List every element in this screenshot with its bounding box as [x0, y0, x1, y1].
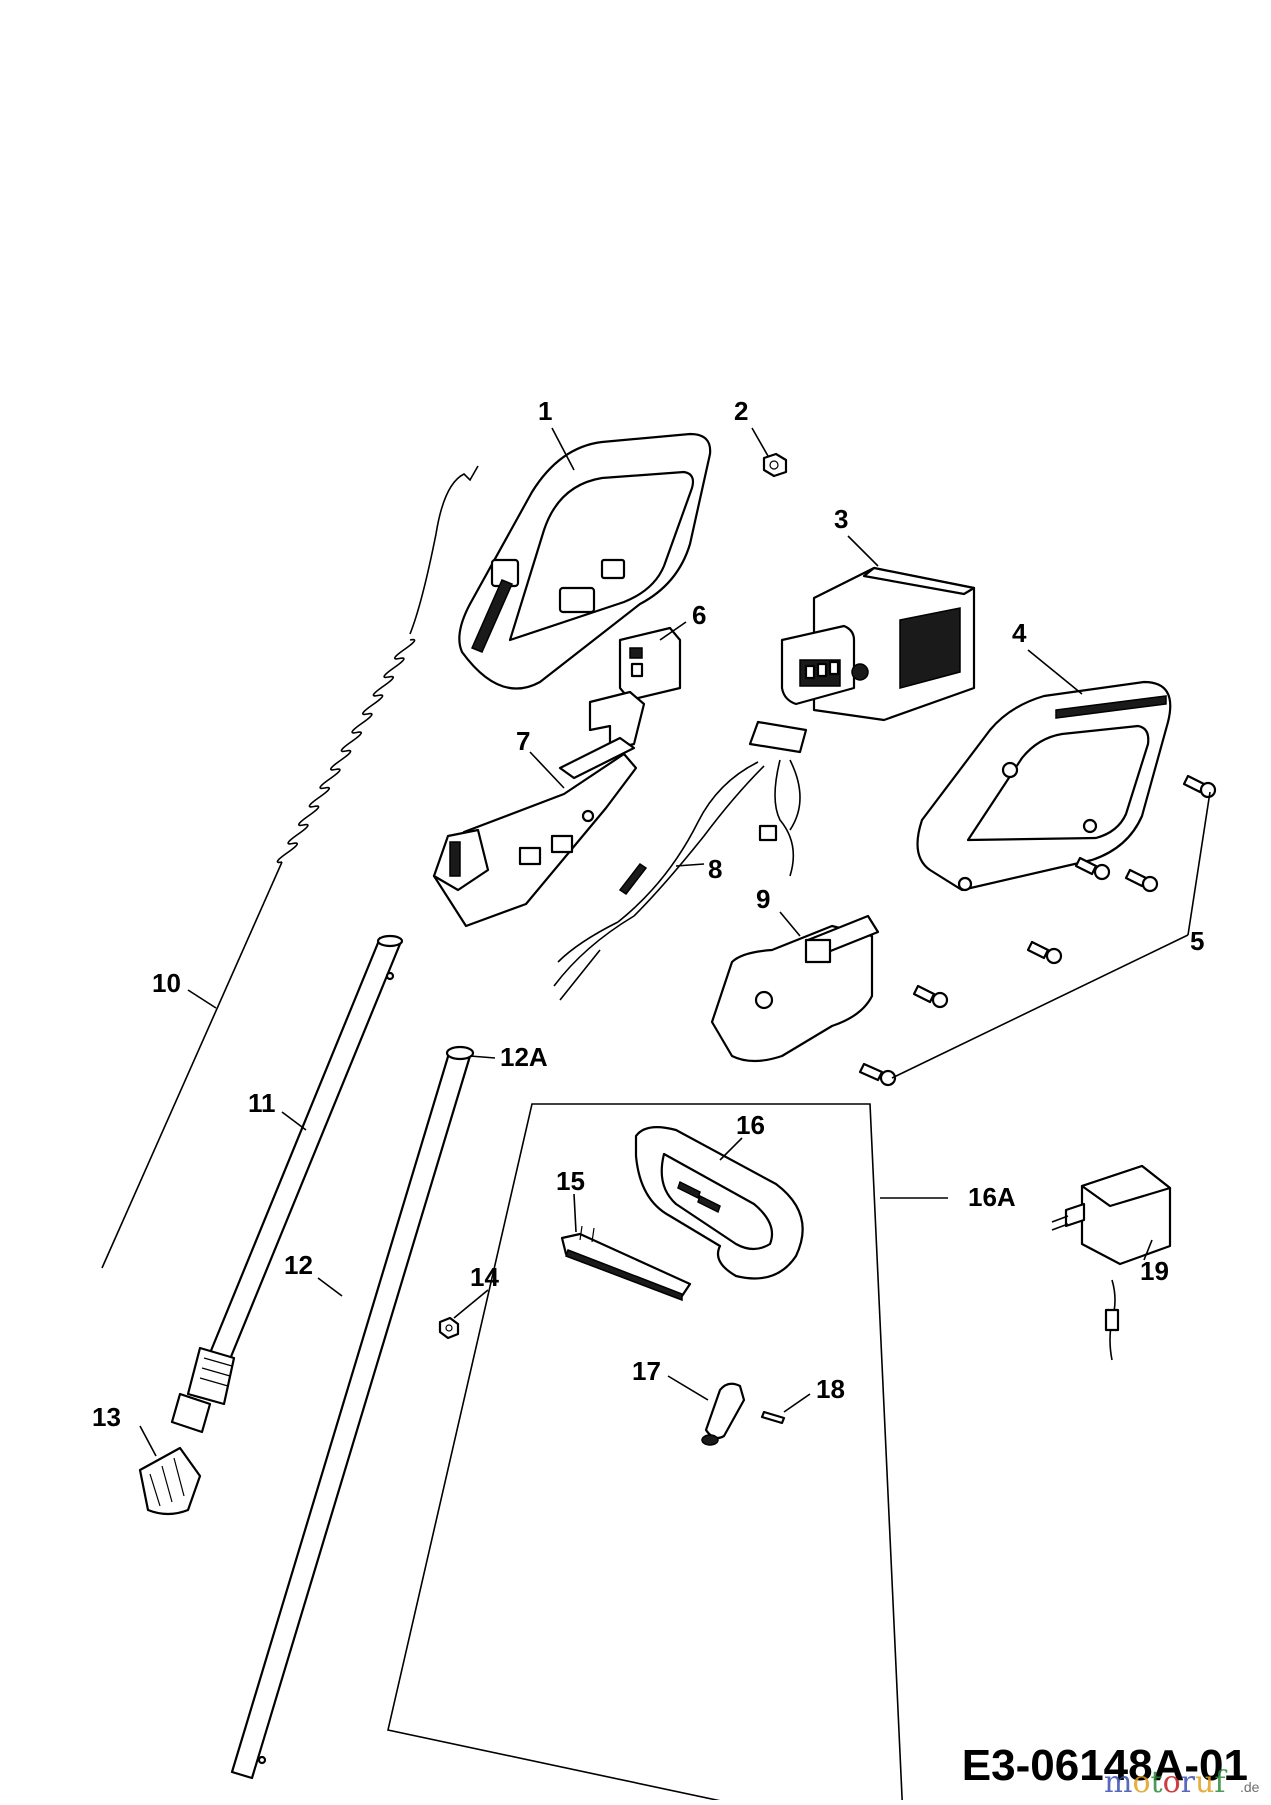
part-18-pin[interactable] — [760, 1410, 786, 1425]
callout-16: 16 — [736, 1110, 765, 1140]
watermark-suffix: .de — [1240, 1779, 1260, 1795]
callout-17: 17 — [632, 1356, 661, 1386]
part-1-handle-half[interactable] — [458, 432, 712, 690]
part-4-handle-cover[interactable] — [916, 680, 1172, 892]
callout-9: 9 — [756, 884, 770, 914]
part-3-battery-pack[interactable] — [780, 566, 976, 722]
callout-13: 13 — [92, 1402, 121, 1432]
part-7-switch-housing[interactable] — [432, 736, 638, 928]
watermark-logo: motoruf .de — [1104, 1765, 1260, 1800]
reference-code: E3-06148A-01 — [962, 1741, 1248, 1790]
part-19-charger[interactable] — [1051, 1164, 1172, 1361]
callout-4: 4 — [1012, 618, 1027, 648]
watermark-letter: u — [1195, 1765, 1214, 1800]
callout-19: 19 — [1140, 1256, 1169, 1286]
callout-8: 8 — [708, 854, 722, 884]
callout-11: 11 — [248, 1088, 276, 1118]
part-16-auxiliary-handle[interactable] — [634, 1125, 804, 1280]
watermark-letter: r — [1181, 1765, 1196, 1800]
part-11-upper-tube[interactable] — [170, 934, 404, 1434]
part-9-trigger-cover[interactable] — [710, 914, 880, 1063]
part-5-screws[interactable] — [858, 774, 1217, 1087]
watermark-letter: m — [1104, 1765, 1132, 1800]
kit-16a-outline — [387, 1103, 904, 1805]
watermark-letter: f — [1214, 1765, 1227, 1800]
part-14-small-nut[interactable] — [438, 1316, 460, 1340]
part-8-wiring-harness[interactable] — [553, 720, 808, 1001]
watermark-brand: motoruf — [1104, 1765, 1227, 1800]
callout-labels: 1 2 3 4 5 6 7 8 9 10 11 12 12A 13 14 15 … — [92, 396, 1204, 1432]
callout-16a: 16A — [968, 1182, 1016, 1212]
part-10-spiral-cable[interactable] — [101, 465, 479, 1269]
watermark-letter: o — [1163, 1765, 1181, 1800]
callout-7: 7 — [516, 726, 530, 756]
part-17-clip[interactable] — [701, 1382, 746, 1446]
callout-14: 14 — [470, 1262, 499, 1292]
callout-15: 15 — [556, 1166, 585, 1196]
part-15-strap-plate[interactable] — [560, 1225, 692, 1302]
part-6-switch[interactable] — [588, 626, 682, 752]
callout-12: 12 — [284, 1250, 313, 1280]
callout-18: 18 — [816, 1374, 845, 1404]
callout-3: 3 — [834, 504, 848, 534]
callout-10: 10 — [152, 968, 181, 998]
callout-2: 2 — [734, 396, 748, 426]
part-13-cap[interactable] — [138, 1446, 202, 1516]
leader-lines — [139, 427, 1153, 1457]
part-12-lower-tube[interactable] — [230, 1045, 475, 1780]
part-2-nut[interactable] — [762, 452, 788, 478]
callout-1: 1 — [538, 396, 552, 426]
watermark-letter: o — [1132, 1765, 1150, 1800]
callout-12a: 12A — [500, 1042, 548, 1072]
callout-6: 6 — [692, 600, 706, 630]
callout-5: 5 — [1190, 926, 1204, 956]
watermark-letter: t — [1151, 1765, 1163, 1800]
